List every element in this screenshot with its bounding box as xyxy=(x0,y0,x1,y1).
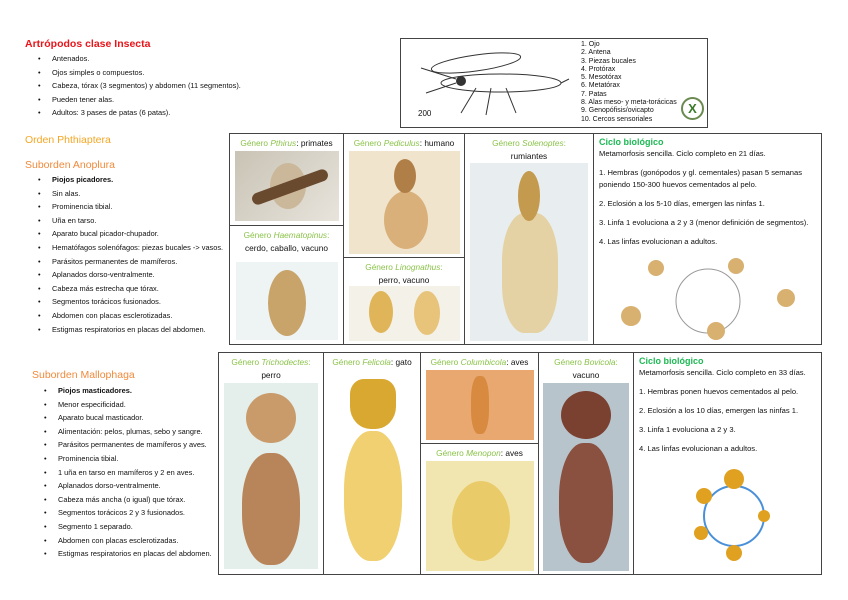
list-item: Abdomen con placas esclerotizadas. xyxy=(52,309,223,323)
pthirus-photo xyxy=(235,151,339,221)
legend-item: 9. Genopófisis/ovicapto xyxy=(581,107,654,115)
list-item: Piojos picadores. xyxy=(52,173,223,187)
list-item: Prominencia tibial. xyxy=(58,452,212,466)
mallophaga-title: Suborden Mallophaga xyxy=(32,369,135,381)
haematopinus-photo xyxy=(236,262,338,340)
list-item: Piojos masticadores. xyxy=(58,384,212,398)
trichodectes-photo xyxy=(224,383,318,569)
life-cycle-mallophaga: Ciclo biológico Metamorfosis sencilla. C… xyxy=(633,352,822,575)
anoplura-title: Suborden Anoplura xyxy=(25,159,115,171)
life-cycle-diagram xyxy=(694,469,770,561)
list-item: Segmentos torácicos fusionados. xyxy=(52,295,223,309)
life-cycle-diagram xyxy=(621,258,795,340)
scale-label: 200 xyxy=(418,109,432,118)
list-item: Adultos: 3 pases de patas (6 patas). xyxy=(52,106,241,120)
list-item: Ojos simples o compuestos. xyxy=(52,66,241,80)
columbicola-photo xyxy=(426,370,534,440)
genus-card-menopon: Género Menopon: aves xyxy=(420,443,539,575)
legend-item: 5. Mesotórax xyxy=(581,74,622,82)
list-item: Aplanados dorso-ventralmente. xyxy=(58,479,212,493)
legend-item: 10. Cercos sensoriales xyxy=(581,115,653,123)
insecta-list: Antenados. Ojos simples o compuestos. Ca… xyxy=(52,52,241,120)
list-item: 1 uña en tarso en mamíferos y 2 en aves. xyxy=(58,466,212,480)
genus-card-columbicola: Género Columbicola: aves xyxy=(420,352,539,444)
list-item: Aplanados dorso-ventralmente. xyxy=(52,268,223,282)
list-item: Menor especificidad. xyxy=(58,398,212,412)
legend-item: 6. Metatórax xyxy=(581,82,620,90)
list-item: Cabeza más ancha (o igual) que tórax. xyxy=(58,493,212,507)
genus-card-haematopinus: Género Haematopinus:cerdo, caballo, vacu… xyxy=(229,225,344,345)
genus-card-solenoptes: Género Solenoptes:rumiantes xyxy=(464,133,594,345)
legend-item: 2. Antena xyxy=(581,49,611,57)
linognathus-photo xyxy=(349,286,460,341)
list-item: Cabeza, tórax (3 segmentos) y abdomen (1… xyxy=(52,79,241,93)
list-item: Estigmas respiratorios en placas del abd… xyxy=(52,323,223,337)
legend-item: 8. Alas meso- y meta-torácicas xyxy=(581,99,677,107)
genus-card-felicola: Género Felicola: gato xyxy=(323,352,421,575)
list-item: Estigmas respiratorios en placas del abd… xyxy=(58,547,212,561)
anoplura-list: Piojos picadores. Sin alas. Prominencia … xyxy=(52,173,223,336)
legend-item: 4. Protórax xyxy=(581,65,616,73)
orden-title: Orden Phthiaptera xyxy=(25,134,111,146)
insecta-title: Artrópodos clase Insecta xyxy=(25,38,151,50)
genus-card-trichodectes: Género Trichodectes:perro xyxy=(218,352,324,575)
list-item: Segmento 1 separado. xyxy=(58,520,212,534)
genus-card-linognathus: Género Linognathus:perro, vacuno xyxy=(343,257,465,345)
felicola-photo xyxy=(330,371,416,569)
bovicola-photo xyxy=(543,383,629,571)
mallophaga-list: Piojos masticadores. Menor especificidad… xyxy=(58,384,212,561)
legend-item: 1. Ojo xyxy=(581,41,600,48)
list-item: Prominencia tibial. xyxy=(52,200,223,214)
genus-card-bovicola: Género Bovicola:vacuno xyxy=(538,352,634,575)
list-item: Uña en tarso. xyxy=(52,214,223,228)
list-item: Segmentos torácicos 2 y 3 fusionados. xyxy=(58,506,212,520)
pediculus-photo xyxy=(349,151,460,254)
list-item: Aparato bucal masticador. xyxy=(58,411,212,425)
list-item: Hematófagos solenófagos: piezas bucales … xyxy=(52,241,223,255)
list-item: Pueden tener alas. xyxy=(52,93,241,107)
list-item: Parásitos permanentes de mamíferos. xyxy=(52,255,223,269)
list-item: Aparato bucal picador-chupador. xyxy=(52,227,223,241)
list-item: Parásitos permanentes de mamíferos y ave… xyxy=(58,438,212,452)
list-item: Abdomen con placas esclerotizadas. xyxy=(58,534,212,548)
insect-anatomy-drawing xyxy=(420,52,570,116)
list-item: Cabeza más estrecha que tórax. xyxy=(52,282,223,296)
genus-card-pthirus: Género Pthirus: primates xyxy=(229,133,344,226)
solenoptes-photo xyxy=(470,163,588,341)
list-item: Alimentación: pelos, plumas, sebo y sang… xyxy=(58,425,212,439)
genus-card-pediculus: Género Pediculus: humano xyxy=(343,133,465,258)
life-cycle-anoplura: Ciclo biológico Metamorfosis sencilla. C… xyxy=(593,133,822,345)
legend-item: 7. Patas xyxy=(581,90,607,98)
insect-diagram: 200 1. Ojo 2. Antena 3. Piezas bucales 4… xyxy=(400,38,708,128)
menopon-photo xyxy=(426,461,534,571)
diagram-legend: 1. Ojo 2. Antena 3. Piezas bucales 4. Pr… xyxy=(581,41,677,124)
list-item: Antenados. xyxy=(52,52,241,66)
university-seal: X xyxy=(681,97,704,120)
legend-item: 3. Piezas bucales xyxy=(581,57,636,65)
list-item: Sin alas. xyxy=(52,187,223,201)
